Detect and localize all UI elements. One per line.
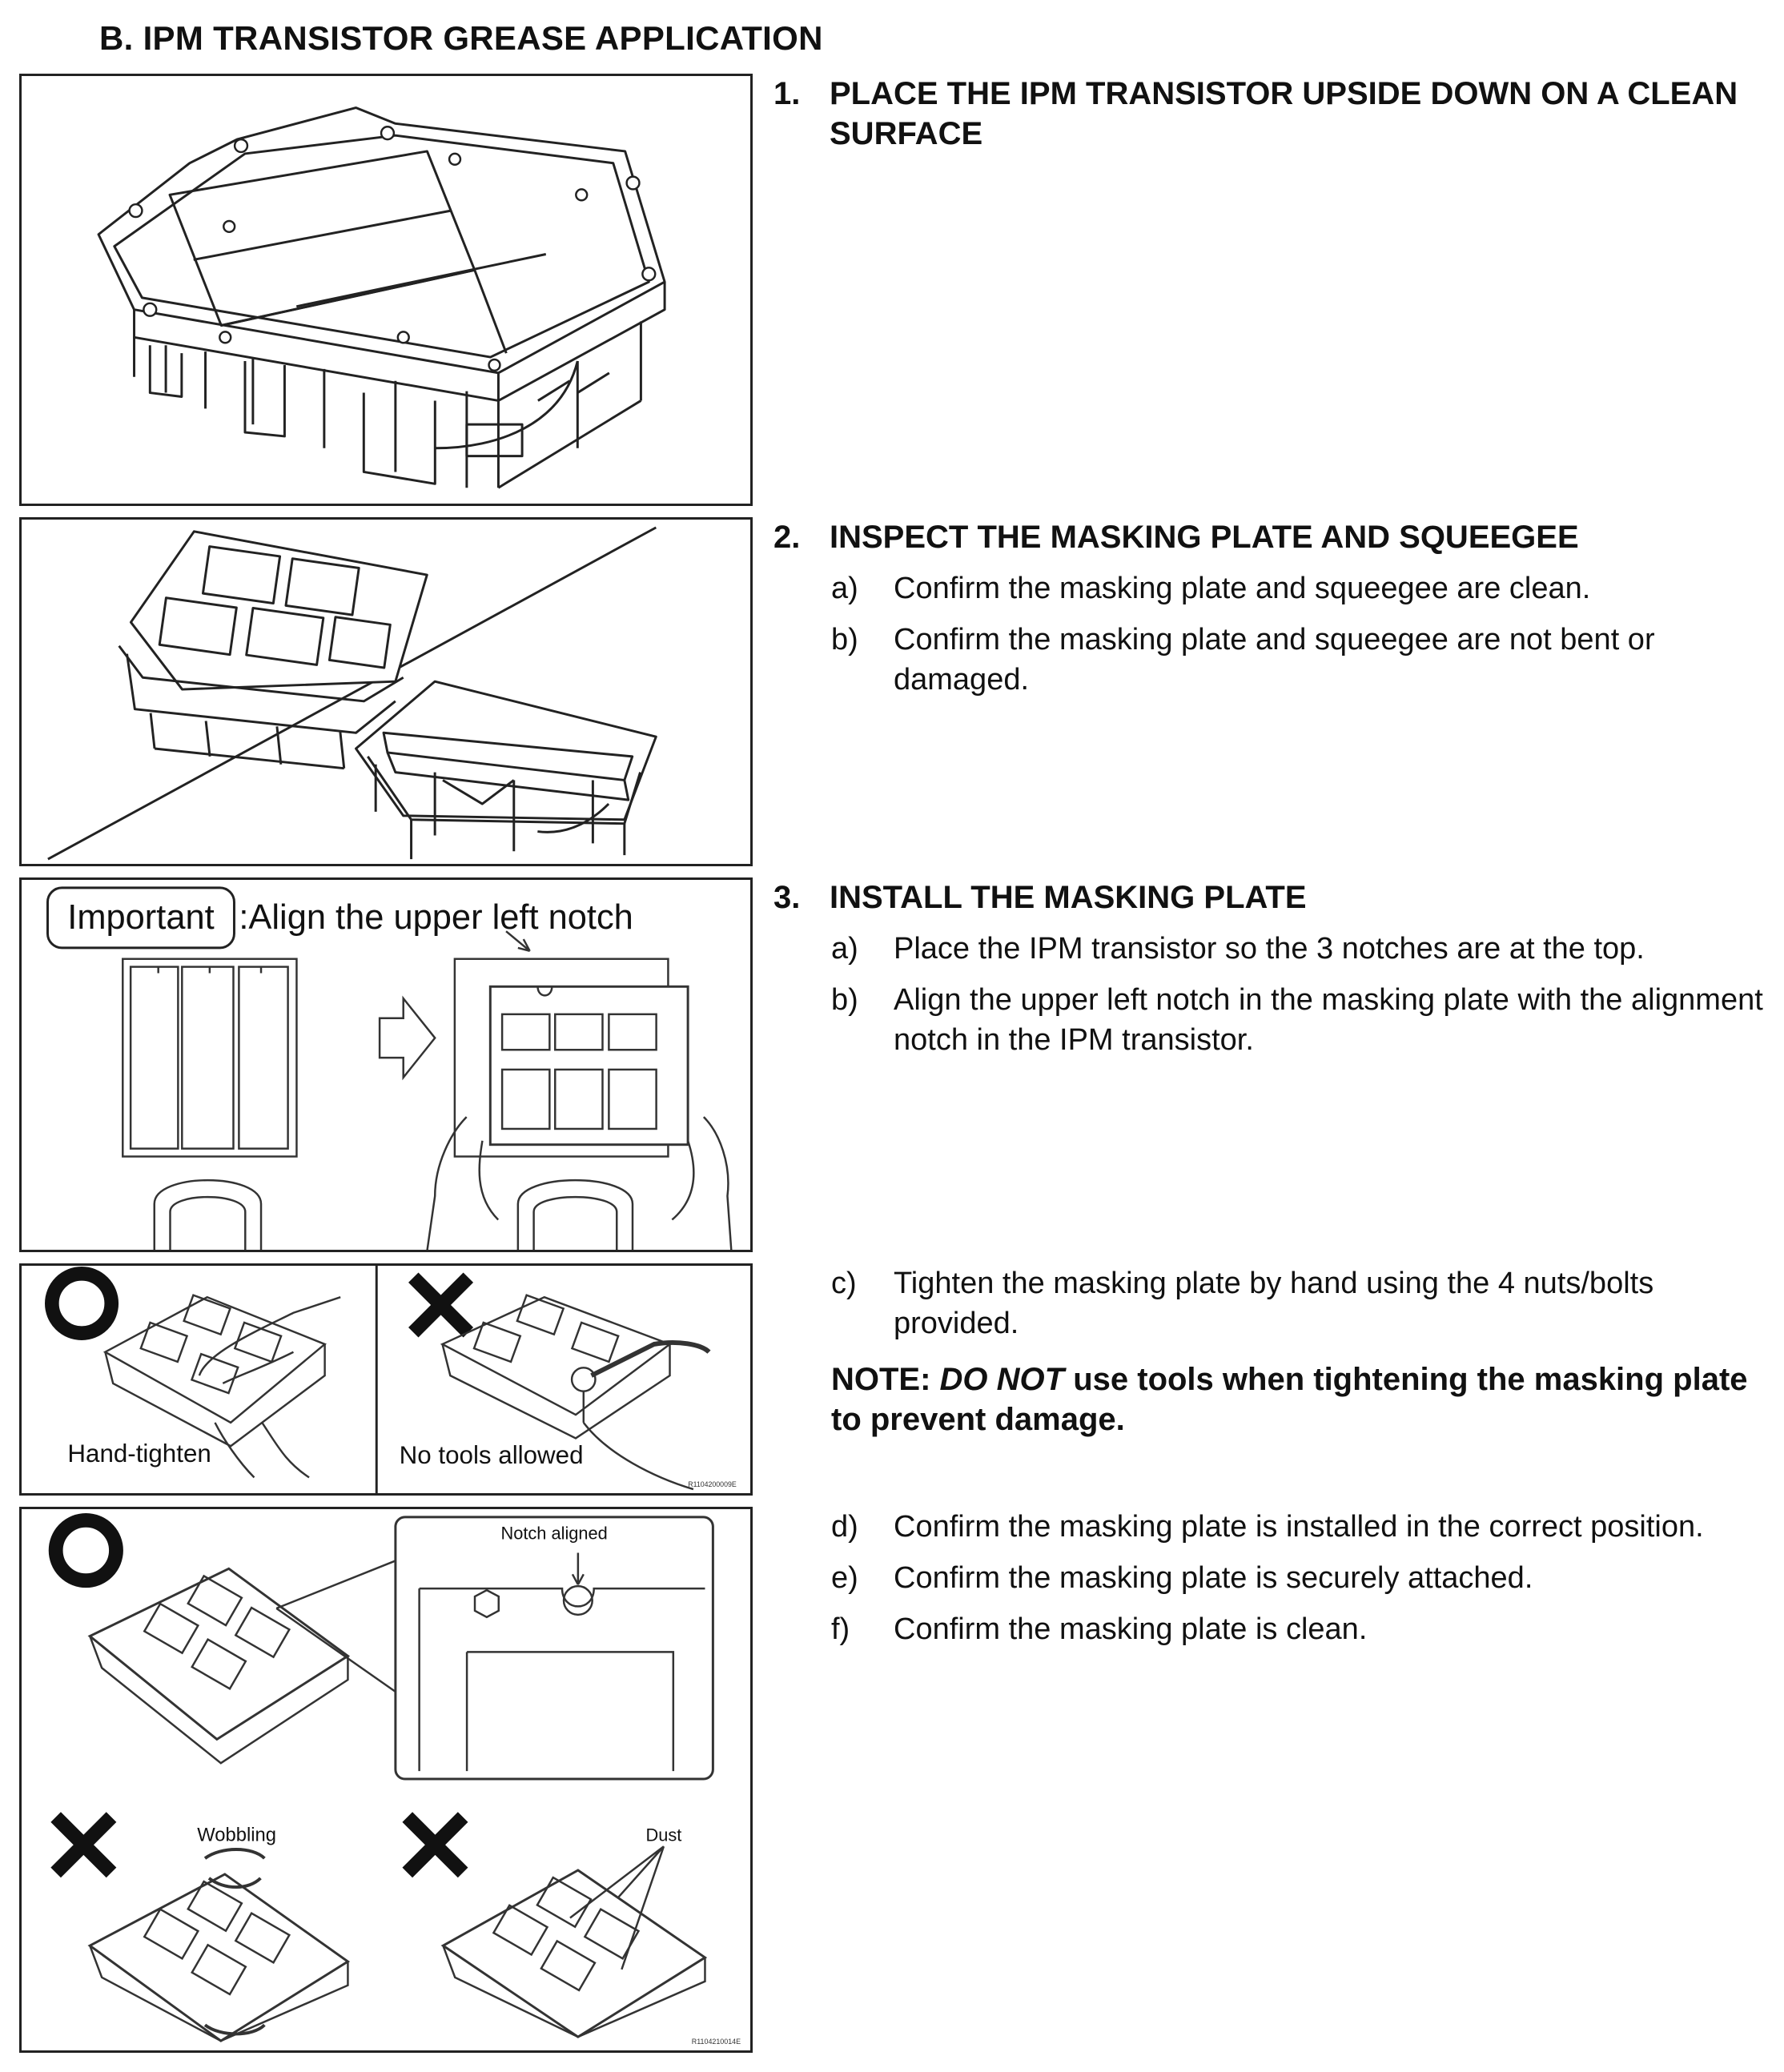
no-tools-label: No tools allowed xyxy=(400,1441,584,1469)
substep: f)Confirm the masking plate is clean. xyxy=(831,1612,1368,1646)
incorrect-mark-icon xyxy=(50,1812,117,1878)
step-number: 1. xyxy=(773,76,801,111)
step-3-confirm: d)Confirm the masking plate is installed… xyxy=(773,1507,1766,1649)
figure-hand-tighten: Hand-tighten No tools allowed R110420000… xyxy=(19,1263,753,1496)
note: NOTE: DO NOT use tools when tightening t… xyxy=(831,1362,1748,1437)
substep: a)Confirm the masking plate and squeegee… xyxy=(831,572,1591,605)
step-number: 2. xyxy=(773,520,801,555)
notch-aligned-label: Notch aligned xyxy=(500,1524,607,1544)
step-1: 1. PLACE THE IPM TRANSISTOR UPSIDE DOWN O… xyxy=(773,74,1766,154)
step-title: INSTALL THE MASKING PLATE xyxy=(830,880,1307,915)
important-badge: Important xyxy=(67,898,214,937)
incorrect-mark-icon xyxy=(402,1812,468,1878)
dust-label: Dust xyxy=(646,1825,682,1845)
important-text: :Align the upper left notch xyxy=(239,898,633,937)
figure-align-upper-left-notch: Important :Align the upper left notch xyxy=(19,877,753,1252)
step-title: PLACE THE IPM TRANSISTOR UPSIDE DOWN ON … xyxy=(830,76,1738,151)
substep: c)Tighten the masking plate by hand usin… xyxy=(831,1267,1654,1340)
correct-mark-icon xyxy=(45,1266,119,1341)
substep: d)Confirm the masking plate is installed… xyxy=(831,1510,1704,1544)
substep: b)Align the upper left notch in the mask… xyxy=(831,983,1763,1057)
hand-tighten-label: Hand-tighten xyxy=(67,1440,211,1468)
section-title: B. IPM TRANSISTOR GREASE APPLICATION xyxy=(99,19,823,57)
figure-masking-plate-and-squeegee xyxy=(19,517,753,866)
figure-transistor-upside-down xyxy=(19,74,753,506)
wobbling-label: Wobbling xyxy=(197,1824,276,1845)
correct-mark-icon xyxy=(48,1512,123,1588)
step-3: 3. INSTALL THE MASKING PLATE a)Place the … xyxy=(773,877,1766,1060)
figure-code: R1104210014E xyxy=(692,2038,741,2046)
step-2: 2. INSPECT THE MASKING PLATE AND SQUEEGEE… xyxy=(773,517,1766,700)
substep: a)Place the IPM transistor so the 3 notc… xyxy=(831,932,1645,966)
substep: b)Confirm the masking plate and squeegee… xyxy=(831,623,1655,697)
figure-masking-plate-check: Notch aligned Wobbling Dust R1104210014E xyxy=(19,1507,753,2053)
substep: e)Confirm the masking plate is securely … xyxy=(831,1561,1533,1595)
step-number: 3. xyxy=(773,880,801,915)
figure-code: R1104200009E xyxy=(688,1480,737,1488)
incorrect-mark-icon xyxy=(408,1272,474,1338)
step-title: INSPECT THE MASKING PLATE AND SQUEEGEE xyxy=(830,520,1579,555)
step-3-tighten: c)Tighten the masking plate by hand usin… xyxy=(773,1263,1766,1440)
